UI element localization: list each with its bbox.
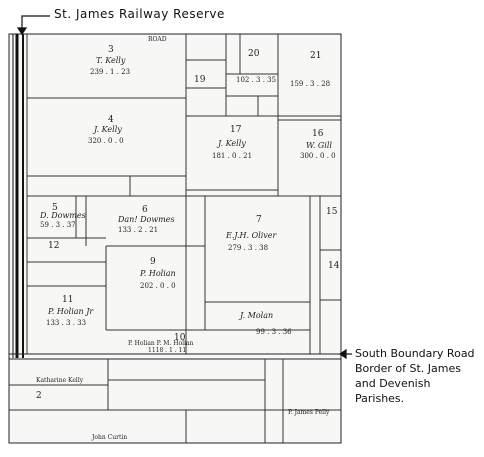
lot-11-area: 133 . 3 . 33 [46, 319, 86, 327]
south-boundary-line-3: and Devenish [355, 377, 431, 390]
south-boundary-line-1: South Boundary Road [355, 347, 475, 360]
lot-17-number: 17 [230, 125, 242, 135]
lot-7-area: 279 . 3 . 38 [228, 244, 268, 252]
lot-16-area: 300 . 0 . 0 [300, 152, 336, 160]
lot-5-owner: D. Dowmes [39, 211, 86, 220]
bottom-owner-label: John Curtin [91, 434, 127, 441]
railway-pointer-arrow [16, 15, 50, 36]
railway-reserve-label: St. James Railway Reserve [54, 7, 225, 21]
lot-5-number: 5 [52, 203, 58, 213]
parcel-lines [9, 34, 341, 443]
lot-17-owner: J. Kelly [216, 139, 246, 148]
south-boundary-line-4: Parishes. [355, 392, 405, 405]
lot-2-owner: Katharine Kelly [36, 377, 84, 384]
lot-labels: 3 T. Kelly 239 . 1 . 23 4 J. Kelly 320 .… [36, 45, 340, 401]
lot-9-owner: P. Holian [139, 269, 176, 278]
lot-17-area: 181 . 0 . 21 [212, 152, 252, 160]
bottom-owner-right-label: P. James Pelly [288, 409, 330, 416]
lot-4-number: 4 [108, 115, 114, 125]
lot-3-number: 3 [108, 45, 114, 55]
lot-6-area: 133 . 2 . 21 [118, 226, 158, 234]
lot-11-number: 11 [62, 295, 73, 305]
lot-16-owner: W. Gill [306, 141, 332, 150]
lot-7-number: 7 [256, 215, 262, 225]
lot-21-number: 21 [310, 51, 321, 61]
road-label-top: ROAD [148, 36, 167, 43]
lot-10-number: 10 [174, 333, 186, 343]
lot-16-number: 16 [312, 129, 324, 139]
lot-21-area: 159 . 3 . 28 [290, 80, 330, 88]
lot-2-number: 2 [36, 391, 42, 401]
lot-8-owner: J. Molan [238, 311, 273, 320]
south-boundary-label: South Boundary Road Border of St. James … [355, 346, 475, 406]
lot-19-number: 19 [194, 75, 206, 85]
lot-11-owner: P. Holian Jr [47, 307, 94, 316]
lot-6-owner: Dan! Dowmes [117, 215, 175, 224]
lot-4-area: 320 . 0 . 0 [88, 137, 124, 145]
lot-9-area: 202 . 0 . 0 [140, 282, 176, 290]
lot-14-number: 14 [328, 261, 340, 271]
lot-15-number: 15 [326, 207, 338, 217]
lot-10-owner: P. Holian P. M. Holian [128, 340, 194, 347]
lot-3-owner: T. Kelly [96, 56, 126, 65]
lot-20-area: 102 . 3 . 35 [236, 76, 276, 84]
lot-5-area: 59 . 3 . 37 [40, 221, 76, 229]
road-pointer-arrow [338, 348, 352, 360]
lot-4-owner: J. Kelly [92, 125, 122, 134]
south-boundary-line-2: Border of St. James [355, 362, 461, 375]
railway-reserve [12, 34, 24, 358]
lot-3-area: 239 . 1 . 23 [90, 68, 130, 76]
south-boundary-road [9, 353, 341, 360]
lot-8-area: 99 . 3 . 36 [256, 328, 292, 336]
lot-7-owner: E.J.H. Oliver [225, 231, 278, 240]
lot-9-number: 9 [150, 257, 156, 267]
lot-12-number: 12 [48, 241, 59, 251]
lot-6-number: 6 [142, 205, 148, 215]
lot-20-number: 20 [248, 49, 260, 59]
lot-10-area: 1118 . 1 . 11 [148, 347, 186, 354]
